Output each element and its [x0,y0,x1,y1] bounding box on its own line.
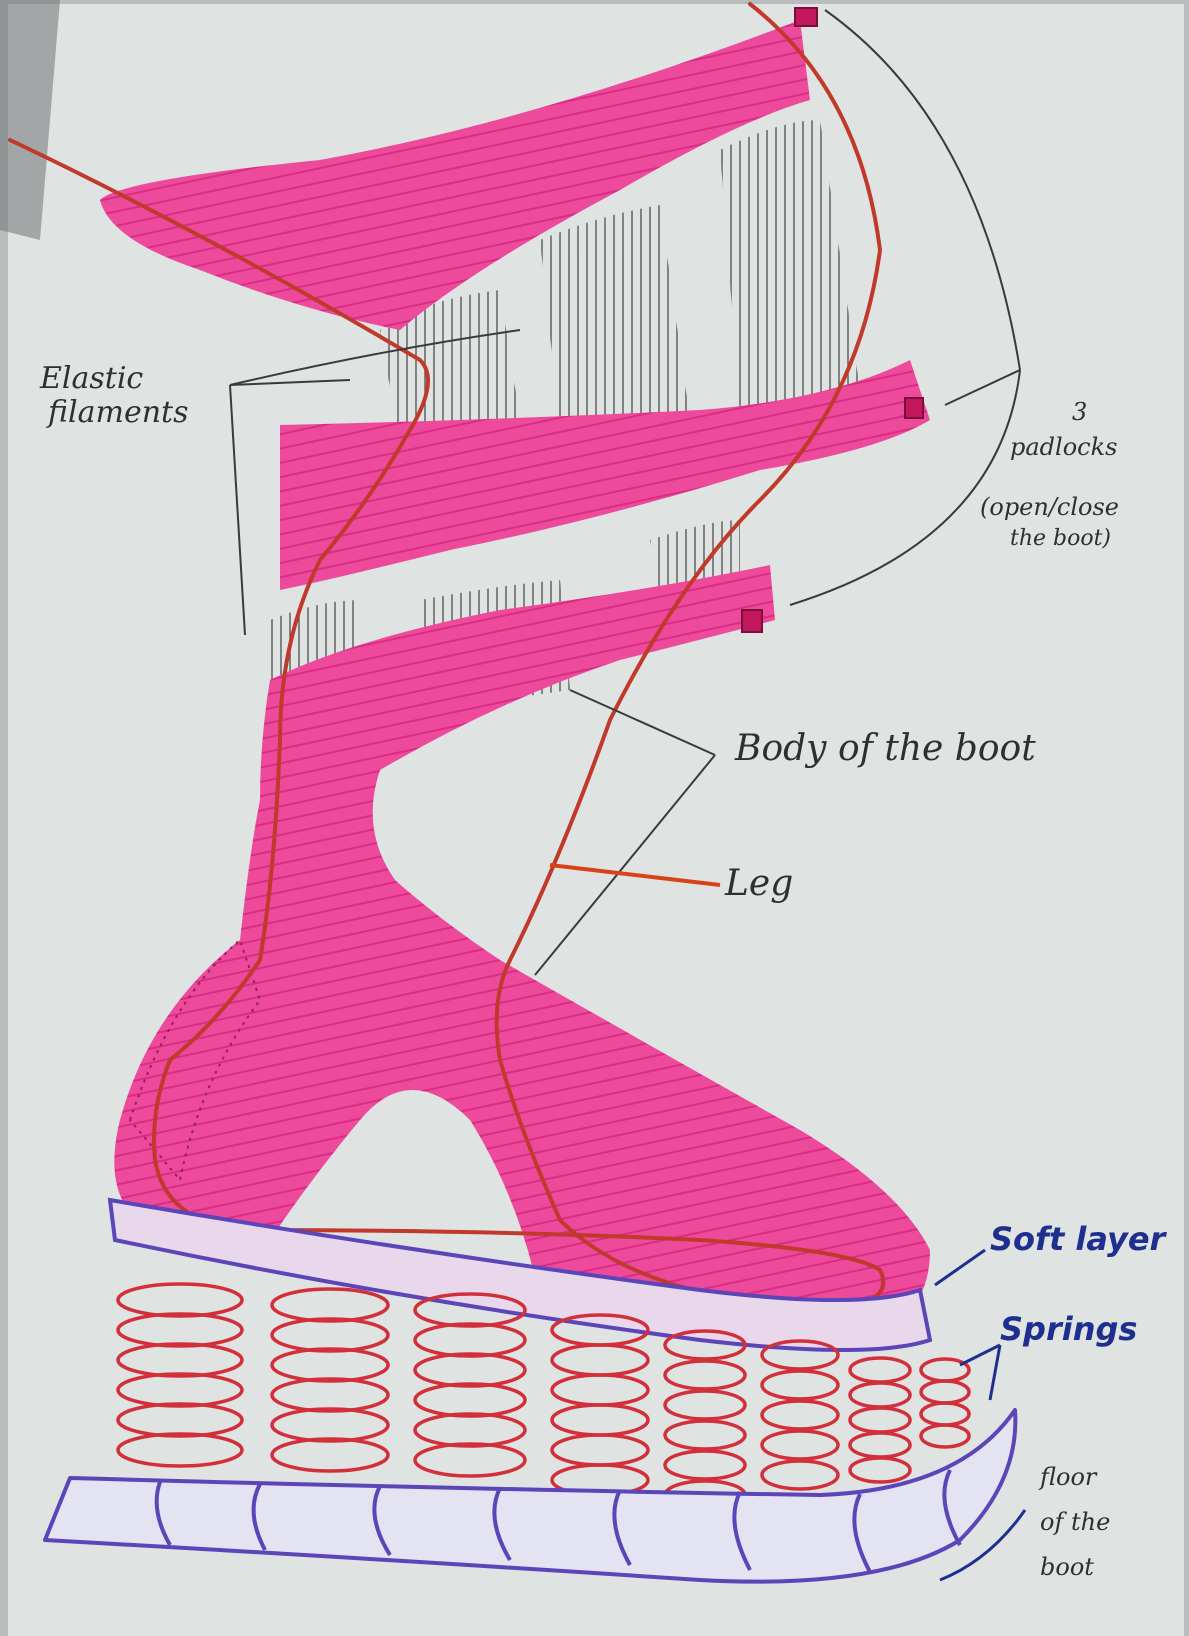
label-leg: Leg [724,863,793,904]
label-springs: Springs [1000,1310,1137,1348]
label-floor-line1: floor [1038,1463,1098,1491]
label-padlocks-line1: 3 [1072,398,1087,426]
label-body-of-the-boot: Body of the boot [734,728,1036,769]
label-padlocks-line4: the boot) [1010,526,1111,551]
label-elastic-filaments-line2: filaments [46,395,188,430]
padlock-1 [795,8,817,26]
label-floor-line3: boot [1040,1553,1094,1581]
label-elastic-filaments-line1: Elastic [39,361,143,396]
label-padlocks-line3: (open/close [980,493,1119,521]
padlock-2 [905,398,923,418]
label-soft-layer: Soft layer [990,1220,1168,1258]
label-floor-line2: of the [1040,1508,1110,1536]
label-padlocks-line2: padlocks [1010,433,1117,461]
padlock-3 [742,610,762,632]
